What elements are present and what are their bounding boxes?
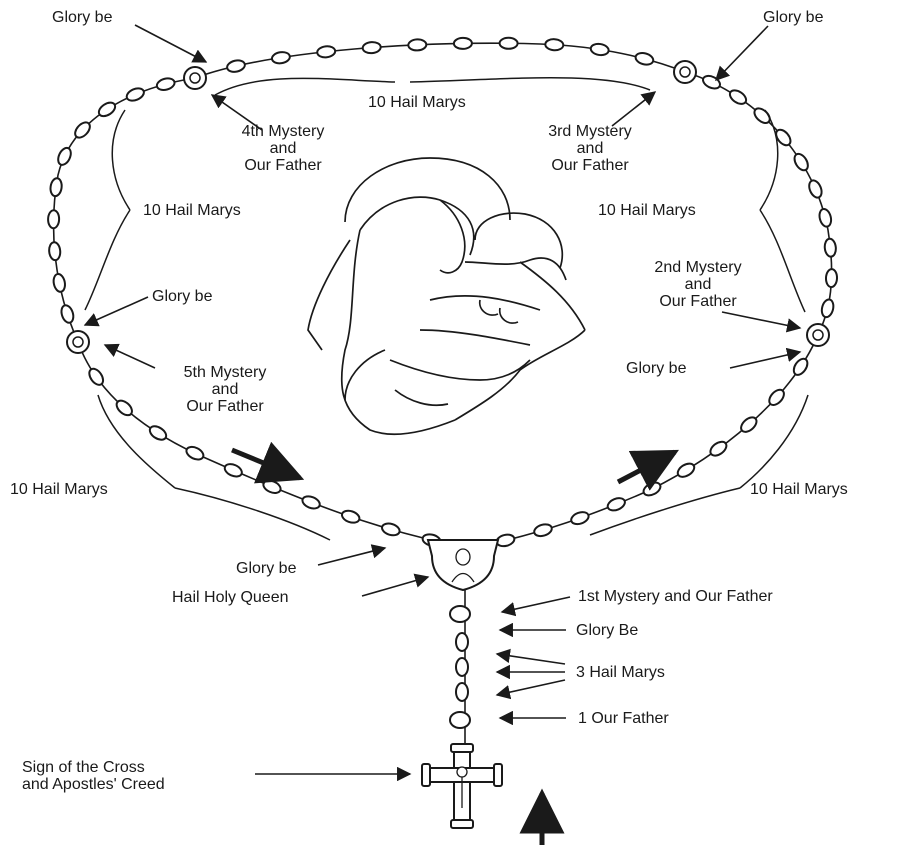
- hail-mary-bead: [125, 86, 146, 103]
- bead-pendant-hail-2: [456, 658, 468, 676]
- hail-mary-bead: [340, 509, 361, 525]
- label-1st-mystery: 1st Mystery and Our Father: [578, 588, 773, 605]
- label-glory-pendant: Glory Be: [576, 622, 638, 639]
- hail-mary-bead: [317, 45, 336, 58]
- hail-mary-bead: [87, 366, 106, 387]
- hail-mary-bead: [606, 496, 627, 513]
- hail-mary-bead: [408, 39, 426, 51]
- madonna-and-child-illustration: [308, 158, 585, 434]
- bead-pendant-hail-1: [456, 633, 468, 651]
- hail-mary-bead: [156, 77, 176, 92]
- label-5th-our-father: Our Father: [186, 398, 264, 415]
- label-hail-right-upper: 10 Hail Marys: [598, 202, 696, 219]
- label-hail-holy-queen: Hail Holy Queen: [172, 589, 289, 606]
- hail-mary-bead: [791, 356, 810, 377]
- hail-mary-bead: [590, 43, 609, 57]
- labels: Glory be Glory be 10 Hail Marys 4th Myst…: [10, 9, 848, 793]
- hail-mary-bead: [271, 51, 290, 65]
- label-3-hail-marys: 3 Hail Marys: [576, 664, 665, 681]
- hail-mary-bead: [454, 38, 472, 49]
- hail-mary-bead: [634, 51, 654, 66]
- label-4th-mystery: 4th Mystery: [242, 123, 325, 140]
- label-2nd-mystery: 2nd Mystery: [654, 259, 741, 276]
- our-father-beads: [67, 61, 829, 728]
- label-3rd-our-father: Our Father: [551, 157, 629, 174]
- hail-mary-bead: [807, 179, 824, 200]
- label-glory-left-mid: Glory be: [152, 288, 213, 305]
- hail-mary-bead: [820, 298, 835, 318]
- label-2nd-our-father: Our Father: [659, 293, 737, 310]
- hail-mary-bead: [727, 88, 748, 107]
- label-apostles-creed: and Apostles' Creed: [22, 776, 165, 793]
- bead-pendant-hail-3: [456, 683, 468, 701]
- label-hail-top: 10 Hail Marys: [368, 94, 466, 111]
- bead-pendant-our-father: [450, 712, 470, 728]
- hail-mary-bead: [48, 210, 59, 228]
- label-4th-our-father: Our Father: [244, 157, 322, 174]
- label-4th-and: and: [270, 140, 297, 157]
- center-medal: [428, 540, 498, 590]
- label-hail-left-lower: 10 Hail Marys: [10, 481, 108, 498]
- hail-mary-bead: [362, 41, 381, 53]
- hail-mary-bead: [545, 39, 564, 51]
- label-glory-top-right: Glory be: [763, 9, 824, 26]
- hail-mary-bead: [826, 269, 838, 287]
- hail-mary-bead: [184, 444, 205, 462]
- label-3rd-and: and: [577, 140, 604, 157]
- hail-mary-bead: [301, 494, 322, 511]
- hail-mary-bead: [792, 152, 811, 173]
- hail-mary-bead: [49, 178, 62, 197]
- label-1-our-father: 1 Our Father: [578, 710, 669, 727]
- label-hail-right-lower: 10 Hail Marys: [750, 481, 848, 498]
- label-3rd-mystery: 3rd Mystery: [548, 123, 632, 140]
- label-glory-right-mid: Glory be: [626, 360, 687, 377]
- hail-mary-bead: [500, 38, 518, 49]
- label-hail-left-upper: 10 Hail Marys: [143, 202, 241, 219]
- hail-mary-bead: [56, 146, 74, 167]
- rosary-chain: [54, 43, 832, 745]
- hail-mary-bead: [641, 480, 662, 498]
- hail-mary-bead: [675, 461, 696, 480]
- label-glory-top-left: Glory be: [52, 9, 113, 26]
- hail-mary-bead: [381, 522, 401, 538]
- hail-mary-bead: [223, 462, 244, 479]
- hail-mary-bead: [533, 522, 553, 538]
- hail-mary-bead: [48, 242, 61, 261]
- hail-mary-bead: [226, 59, 246, 74]
- hail-mary-bead: [147, 424, 168, 443]
- label-5th-mystery: 5th Mystery: [184, 364, 267, 381]
- hail-mary-bead: [708, 439, 729, 458]
- hail-mary-bead: [824, 238, 837, 257]
- label-2nd-and: and: [685, 276, 712, 293]
- hail-mary-bead: [59, 304, 75, 324]
- label-sign-of-cross: Sign of the Cross: [22, 759, 145, 776]
- hail-mary-bead: [818, 208, 833, 228]
- crucifix: [422, 744, 502, 828]
- hail-mary-bead: [96, 100, 117, 119]
- hail-mary-bead: [262, 478, 283, 495]
- bead-pendant-first-mystery: [450, 606, 470, 622]
- hail-mary-bead: [52, 273, 66, 293]
- hail-mary-bead: [570, 510, 591, 526]
- label-5th-and: and: [212, 381, 239, 398]
- label-glory-bottom: Glory be: [236, 560, 297, 577]
